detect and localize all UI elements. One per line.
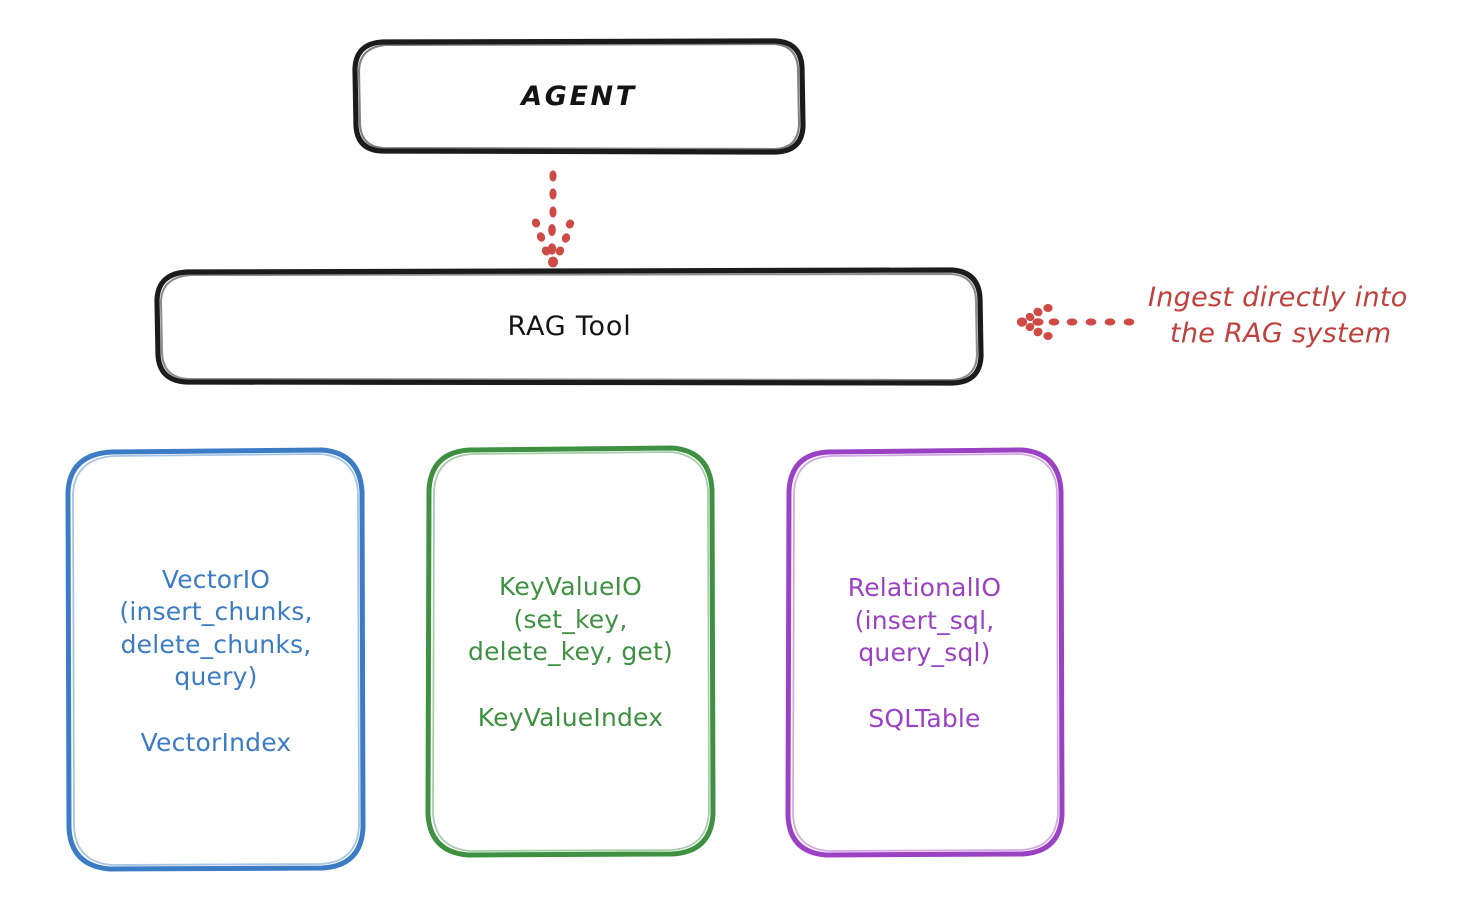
vector-index-label: VectorIndex <box>140 727 292 757</box>
rag-tool-box-outline <box>154 267 984 386</box>
rag-tool-label: RAG Tool <box>507 311 632 343</box>
key-value-io-box-outline <box>425 445 716 858</box>
key-value-io-label: KeyValueIO (set_key, delete_key, get) <box>468 572 673 667</box>
vector-io-label: VectorIO (insert_chunks, delete_chunks, … <box>119 564 313 692</box>
relational-io-node[interactable]: RelationalIO (insert_sql, query_sql) SQL… <box>788 450 1061 855</box>
relational-io-box-outline <box>785 447 1065 858</box>
ingest-arrow <box>1016 304 1135 340</box>
rag-tool-node[interactable]: RAG Tool <box>157 270 982 384</box>
relational-io-label: RelationalIO (insert_sql, query_sql) <box>847 573 1002 668</box>
sql-table-label: SQLTable <box>868 703 981 733</box>
vector-io-node[interactable]: VectorIO (insert_chunks, delete_chunks, … <box>68 450 364 870</box>
vector-io-box-outline <box>65 447 366 872</box>
ingest-annotation: Ingest directly into the RAG system <box>1148 280 1478 352</box>
agent-label: AGENT <box>521 80 637 112</box>
agent-to-rag-tool-arrow <box>531 170 575 268</box>
key-value-io-node[interactable]: KeyValueIO (set_key, delete_key, get) Ke… <box>428 448 713 855</box>
agent-box-outline <box>352 38 806 155</box>
ingest-annotation-line-1: Ingest directly into <box>1148 282 1408 313</box>
ingest-annotation-line-2: the RAG system <box>1170 317 1392 349</box>
agent-node[interactable]: AGENT <box>355 40 803 153</box>
key-value-index-label: KeyValueIndex <box>477 702 664 732</box>
